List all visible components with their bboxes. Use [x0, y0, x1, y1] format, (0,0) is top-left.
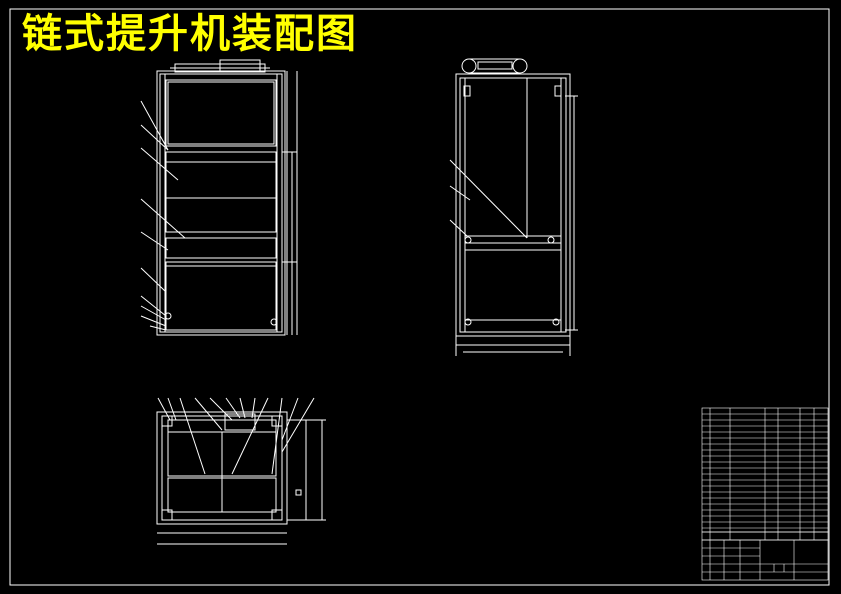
title-block [701, 539, 829, 581]
plan-view [156, 397, 326, 545]
front-view [140, 59, 298, 336]
side-view [449, 58, 578, 356]
sheet-border [9, 8, 830, 586]
drawing-title: 链式提升机装配图 [22, 11, 358, 57]
parts-list-table [701, 407, 829, 541]
